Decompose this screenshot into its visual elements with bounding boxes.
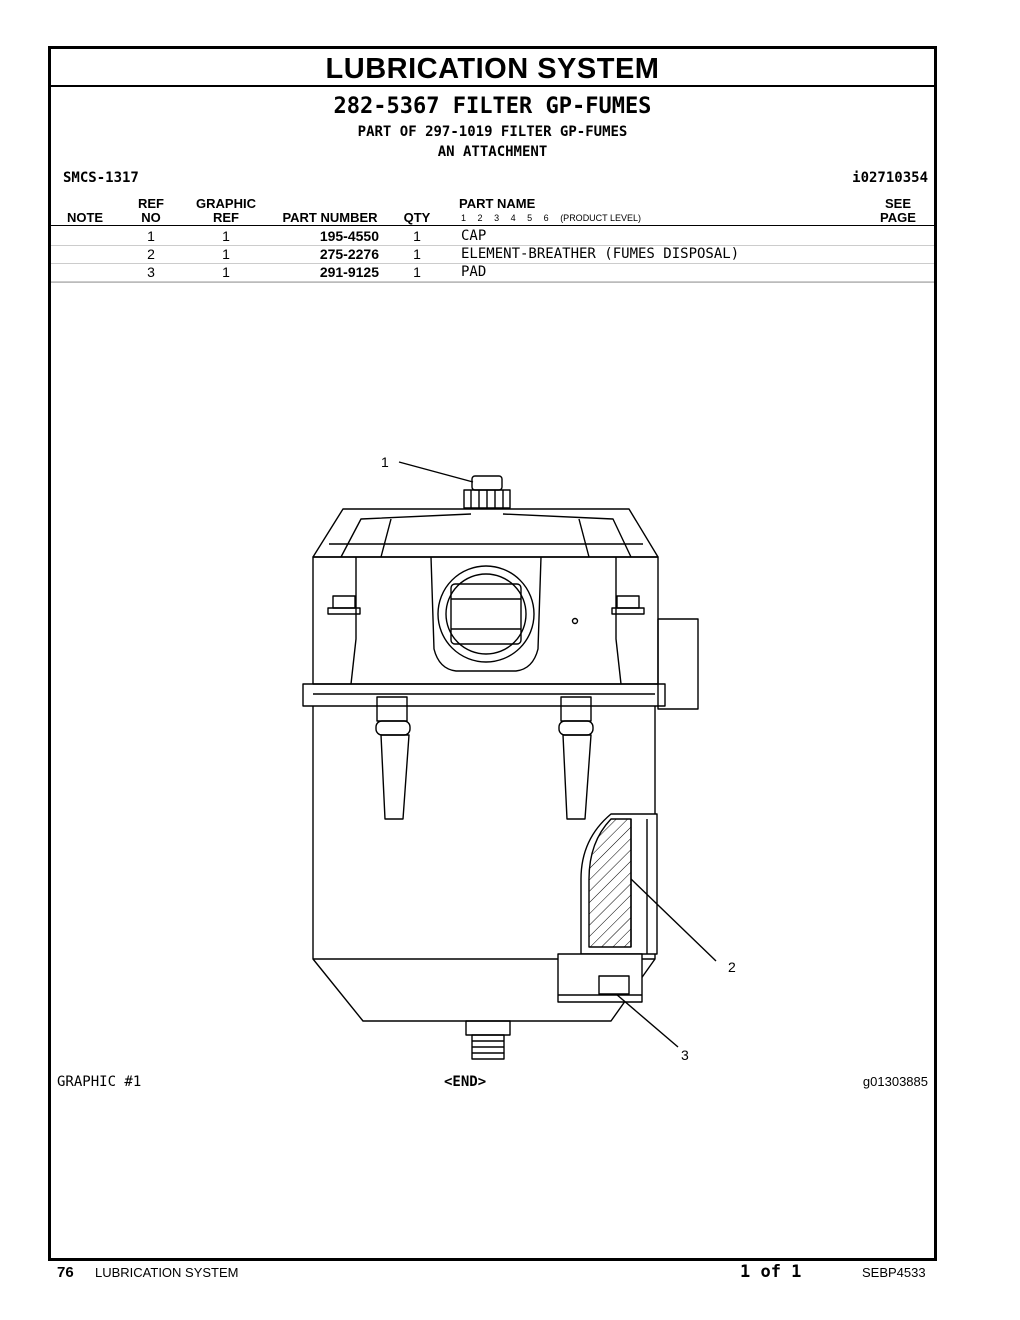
col-graphic-ref-bottom: REF bbox=[213, 210, 239, 225]
ref-no: 1 bbox=[147, 228, 155, 244]
qty: 1 bbox=[413, 264, 421, 280]
graphic-label: GRAPHIC #1 bbox=[57, 1074, 142, 1090]
col-see-page-bottom: PAGE bbox=[880, 210, 916, 225]
table-row: 2 1 275-2276 1 ELEMENT-BREATHER (FUMES D… bbox=[51, 245, 934, 264]
ref-no: 3 bbox=[147, 264, 155, 280]
product-level-3: 3 bbox=[494, 213, 500, 223]
page-title: LUBRICATION SYSTEM bbox=[51, 49, 934, 87]
part-number: 275-2276 bbox=[319, 246, 379, 262]
product-level-6: 6 bbox=[543, 213, 549, 223]
product-level-4: 4 bbox=[510, 213, 516, 223]
cap-knob bbox=[471, 475, 503, 491]
table-bottom-rule bbox=[51, 282, 934, 283]
smcs-code: SMCS-1317 bbox=[63, 170, 139, 186]
leader-3 bbox=[615, 993, 679, 1048]
part-name: ELEMENT-BREATHER (FUMES DISPOSAL) bbox=[461, 246, 740, 262]
part-number: 195-4550 bbox=[319, 228, 379, 244]
col-part-number: PART NUMBER bbox=[282, 210, 378, 225]
product-level-2: 2 bbox=[477, 213, 483, 223]
callout-3: 3 bbox=[681, 1047, 689, 1063]
part-number: 291-9125 bbox=[319, 264, 379, 280]
page-number: 76 bbox=[57, 1264, 74, 1281]
col-graphic-ref-top: GRAPHIC bbox=[196, 196, 256, 211]
footer-section: LUBRICATION SYSTEM bbox=[95, 1265, 239, 1280]
product-level-1: 1 bbox=[461, 213, 467, 223]
product-level-5: 5 bbox=[527, 213, 533, 223]
header-rule bbox=[51, 225, 934, 226]
part-of-line: PART OF 297-1019 FILTER GP-FUMES bbox=[357, 124, 628, 140]
part-name: PAD bbox=[461, 264, 487, 280]
graphic-ref: 1 bbox=[222, 228, 230, 244]
graphic-id: g01303885 bbox=[862, 1074, 928, 1089]
part-name: CAP bbox=[461, 228, 487, 244]
end-marker: <END> bbox=[444, 1074, 487, 1090]
qty: 1 bbox=[413, 228, 421, 244]
product-level-label: (PRODUCT LEVEL) bbox=[560, 213, 642, 223]
leader-2 bbox=[630, 878, 717, 962]
col-ref-no-top: REF bbox=[138, 196, 164, 211]
col-qty: QTY bbox=[403, 210, 431, 225]
table-row: 1 1 195-4550 1 CAP bbox=[51, 227, 934, 246]
col-ref-no-bottom: NO bbox=[141, 210, 161, 225]
col-see-page-top: SEE bbox=[884, 196, 911, 211]
ref-no: 2 bbox=[147, 246, 155, 262]
group-title: 282-5367 FILTER GP-FUMES bbox=[333, 94, 652, 119]
col-note: NOTE bbox=[66, 210, 104, 225]
info-id: i02710354 bbox=[852, 170, 928, 186]
filter-illustration: 1 2 3 bbox=[302, 454, 736, 1063]
leader-1 bbox=[398, 461, 474, 483]
callout-1: 1 bbox=[381, 454, 389, 470]
qty: 1 bbox=[413, 246, 421, 262]
page-frame: LUBRICATION SYSTEM 282-5367 FILTER GP-FU… bbox=[48, 46, 937, 1261]
callout-2: 2 bbox=[728, 959, 736, 975]
col-part-name: PART NAME bbox=[459, 196, 536, 211]
graphic-ref: 1 bbox=[222, 264, 230, 280]
page-of: 1 of 1 bbox=[740, 1262, 802, 1282]
attachment-line: AN ATTACHMENT bbox=[437, 144, 548, 160]
table-row: 3 1 291-9125 1 PAD bbox=[51, 263, 934, 282]
doc-id: SEBP4533 bbox=[862, 1265, 926, 1280]
graphic-ref: 1 bbox=[222, 246, 230, 262]
product-levels: 1 2 3 4 5 6 (PRODUCT LEVEL) bbox=[461, 213, 650, 223]
